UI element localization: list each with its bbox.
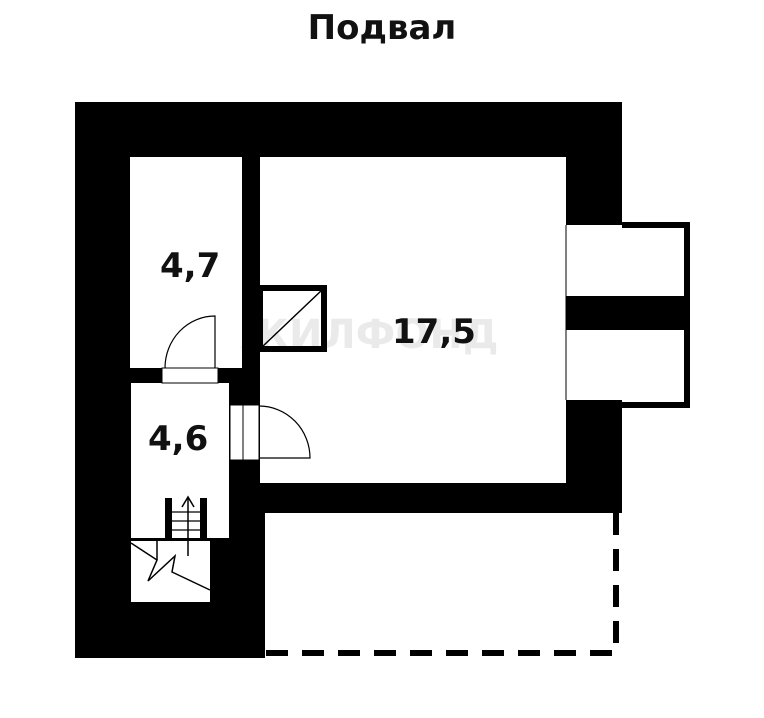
window-divider (566, 296, 690, 330)
room-area-hall: 4,6 (148, 419, 208, 459)
stair-rail-left (165, 498, 172, 540)
watermark: ЖИЛФОНД (240, 312, 498, 358)
dashed-boundary (265, 513, 619, 656)
room-area-main: 17,5 (392, 312, 476, 352)
stair-steps (172, 511, 200, 531)
stair-arrow-icon (181, 495, 195, 556)
break-line-icon (130, 542, 211, 591)
shaft-diagonal (261, 289, 323, 348)
lower-area (265, 513, 625, 663)
window-top (566, 225, 622, 296)
room-area-storage: 4,7 (160, 246, 220, 286)
door-opening-main (229, 404, 260, 461)
window-bottom (566, 330, 622, 400)
room-storage (130, 157, 242, 368)
stair-rail-right (200, 498, 207, 540)
room-hall (131, 383, 229, 538)
door-swing-main (258, 405, 311, 459)
door-swing-storage (164, 315, 216, 369)
plan-title: Подвал (307, 8, 457, 48)
door-opening-storage (161, 367, 219, 384)
